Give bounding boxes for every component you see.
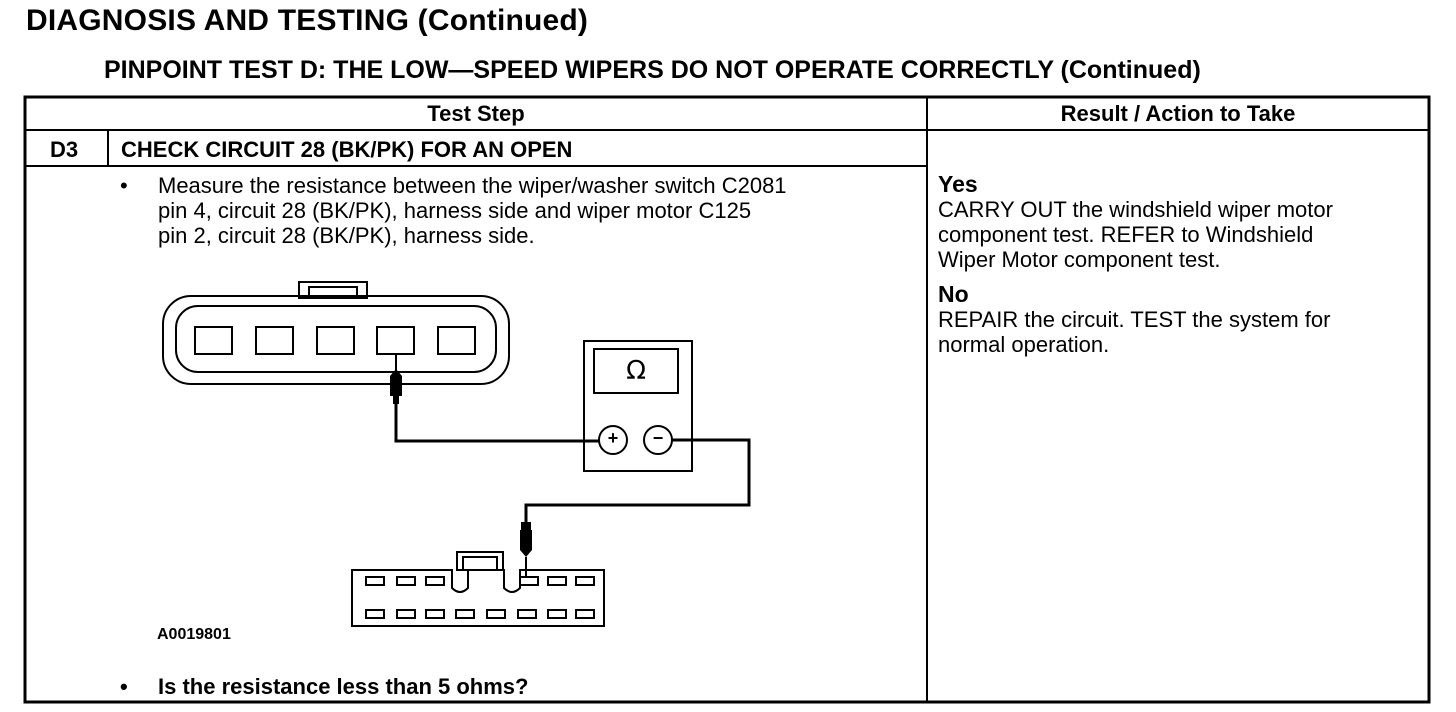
result-yes: Yes CARRY OUT the windshield wiper motor… (938, 171, 1333, 273)
ohm-symbol: Ω (626, 356, 646, 386)
instruction-line: pin 2, circuit 28 (BK/PK), harness side. (158, 223, 535, 248)
bullet: • (120, 173, 128, 198)
instruction-line: Measure the resistance between the wiper… (158, 173, 787, 198)
test-leads (394, 404, 751, 522)
no-action-line: REPAIR the circuit. TEST the system for (938, 307, 1331, 332)
probe-pin-4 (390, 354, 402, 404)
page-title: DIAGNOSIS AND TESTING (Continued) (26, 4, 589, 37)
yes-action-line: component test. REFER to Windshield (938, 222, 1314, 247)
no-action-line: normal operation. (938, 332, 1110, 357)
no-label: No (938, 281, 969, 307)
probe-pin-2 (520, 522, 532, 576)
pinpoint-test-title: PINPOINT TEST D: THE LOW—SPEED WIPERS DO… (104, 56, 1201, 84)
col-header-test-step: Test Step (427, 101, 525, 126)
bullet: • (120, 674, 128, 699)
question-text: Is the resistance less than 5 ohms? (158, 674, 529, 699)
minus-terminal-label: − (652, 428, 664, 448)
yes-action-line: CARRY OUT the windshield wiper motor (938, 197, 1333, 222)
wiper-motor-connector-c125 (351, 551, 605, 627)
switch-connector-c2081 (162, 281, 510, 385)
step-id: D3 (50, 137, 79, 162)
table-grid (23, 95, 1431, 704)
ohmmeter (583, 340, 693, 472)
col-header-result: Result / Action to Take (1060, 101, 1296, 126)
instruction-line: pin 4, circuit 28 (BK/PK), harness side … (158, 198, 752, 223)
yes-action-line: Wiper Motor component test. (938, 247, 1221, 272)
result-no: No REPAIR the circuit. TEST the system f… (938, 281, 1331, 358)
step-title: CHECK CIRCUIT 28 (BK/PK) FOR AN OPEN (121, 137, 573, 162)
pin-row-bottom (365, 609, 595, 619)
figure-id: A0019801 (157, 626, 231, 643)
yes-label: Yes (938, 171, 978, 197)
instruction-text: Measure the resistance between the wiper… (158, 173, 787, 248)
pin-row-top (365, 576, 595, 586)
plus-terminal-label: + (607, 428, 619, 448)
